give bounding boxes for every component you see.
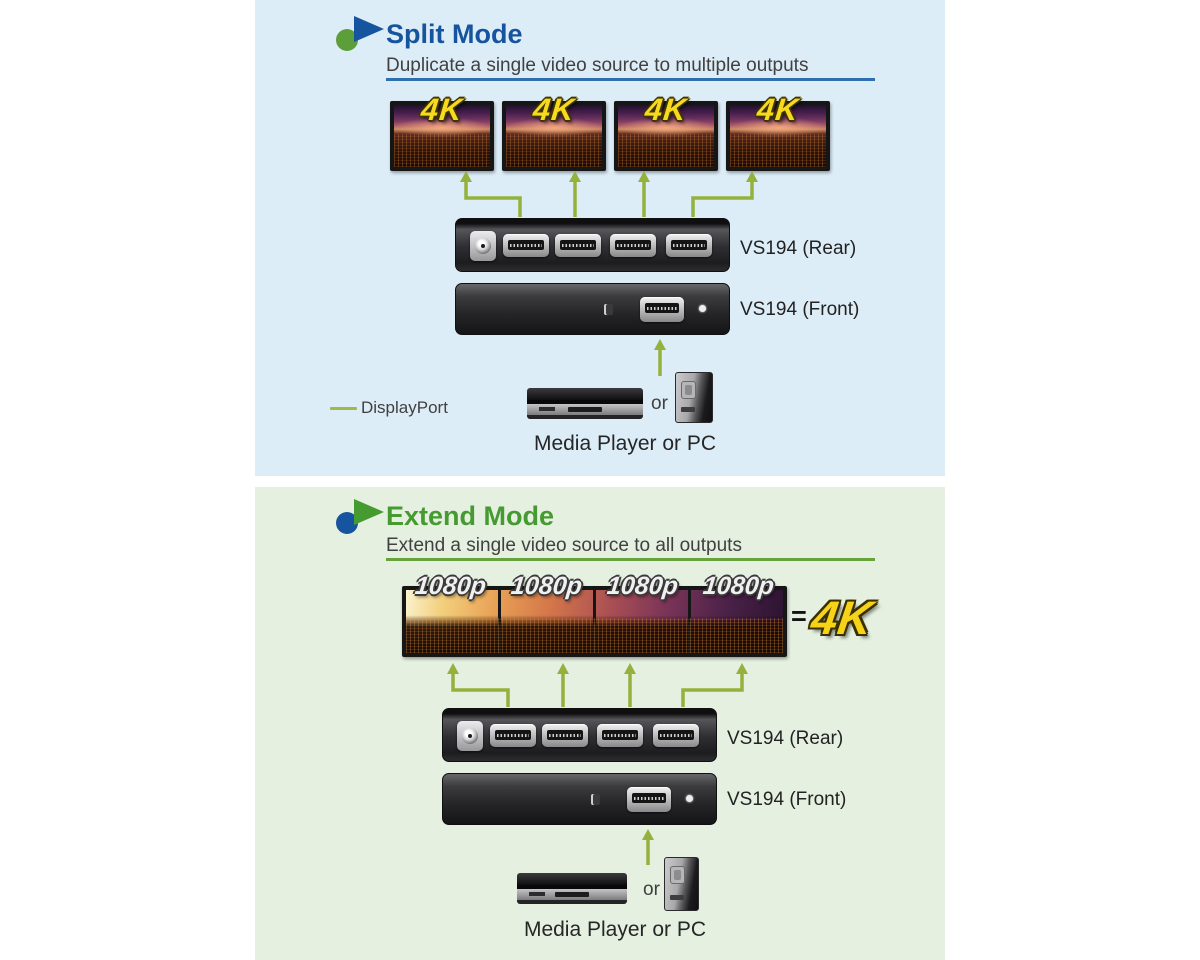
extend-bullet-arrow-icon — [354, 499, 384, 525]
led-indicator — [699, 305, 706, 312]
monitor-2: 4K — [502, 92, 606, 171]
resolution-badge: 1080p — [605, 572, 680, 600]
displayport-output-4 — [653, 724, 699, 747]
monitor-1: 4K — [390, 92, 494, 171]
front-device-label: VS194 (Front) — [740, 299, 860, 320]
media-player-illustration — [527, 388, 643, 419]
vs194-rear-device — [455, 218, 730, 272]
video-wall: 1080p 1080p 1080p 1080p — [402, 572, 787, 657]
equals-sign: = — [791, 601, 807, 631]
split-title-rule — [386, 78, 875, 81]
mode-switch-icon — [591, 794, 600, 805]
extend-mode-section: Extend Mode Extend a single video source… — [255, 487, 945, 960]
up-arrow-connector — [451, 673, 744, 865]
displayport-output-4 — [666, 234, 712, 257]
displayport-output-2 — [542, 724, 588, 747]
resolution-badge: 4K — [755, 92, 801, 127]
monitor-screen — [618, 105, 714, 167]
extend-title-rule — [386, 558, 875, 561]
split-bullet-arrow-icon — [354, 16, 384, 42]
displayport-legend-line-icon — [330, 407, 357, 410]
panorama-screen — [402, 586, 787, 657]
source-caption: Media Player or PC — [523, 918, 707, 941]
split-mode-title: Split Mode — [386, 19, 523, 49]
power-jack — [470, 231, 496, 261]
split-bullet-dot-icon — [336, 29, 358, 51]
pc-tower-illustration — [675, 372, 713, 423]
extend-mode-subtitle: Extend a single video source to all outp… — [386, 535, 742, 556]
split-mode-subtitle: Duplicate a single video source to multi… — [386, 55, 809, 76]
displayport-output-3 — [597, 724, 643, 747]
vs194-rear-device — [442, 708, 717, 762]
displayport-output-1 — [490, 724, 536, 747]
power-jack — [457, 721, 483, 751]
monitor-screen — [394, 105, 490, 167]
mode-switch-icon — [604, 304, 613, 315]
vs194-front-device — [442, 773, 717, 825]
rear-device-label: VS194 (Rear) — [740, 238, 857, 259]
monitor-4: 4K — [726, 92, 830, 171]
resolution-badge: 1080p — [701, 572, 776, 600]
led-indicator — [686, 795, 693, 802]
extend-mode-title: Extend Mode — [386, 501, 555, 531]
displayport-output-3 — [610, 234, 656, 257]
displayport-input — [640, 297, 684, 322]
extend-bullet-dot-icon — [336, 512, 358, 534]
resolution-badge: 4K — [643, 92, 689, 127]
pc-tower-illustration — [664, 857, 699, 911]
or-label: or — [643, 879, 660, 900]
media-player-illustration — [517, 873, 627, 904]
displayport-output-2 — [555, 234, 601, 257]
displayport-output-1 — [503, 234, 549, 257]
or-label: or — [651, 393, 668, 414]
resolution-badge: 1080p — [413, 572, 488, 600]
up-arrow-connector — [464, 181, 754, 376]
monitor-screen — [730, 105, 826, 167]
displayport-legend-label: DisplayPort — [361, 398, 448, 417]
source-caption: Media Player or PC — [533, 432, 717, 455]
displayport-input — [627, 787, 671, 812]
resolution-badge: 1080p — [509, 572, 584, 600]
rear-device-label: VS194 (Rear) — [727, 728, 844, 749]
split-mode-section: Split Mode Duplicate a single video sour… — [255, 0, 945, 476]
monitor-3: 4K — [614, 92, 718, 171]
vs194-front-device — [455, 283, 730, 335]
resolution-badge: 4K — [531, 92, 577, 127]
front-device-label: VS194 (Front) — [727, 789, 847, 810]
monitor-screen — [506, 105, 602, 167]
combined-4k-badge: 4K — [808, 591, 876, 644]
resolution-badge: 4K — [419, 92, 465, 127]
